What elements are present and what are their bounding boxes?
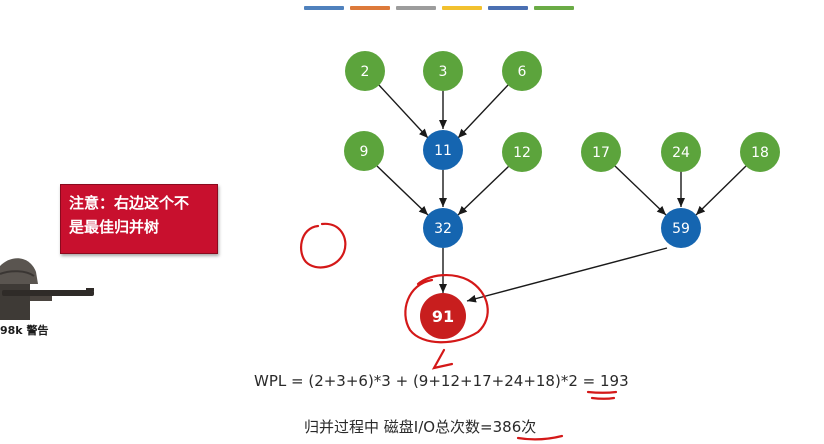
leaf-node: 2 xyxy=(345,51,385,91)
leaf-node: 17 xyxy=(581,132,621,172)
disk-io-summary: 归并过程中 磁盘I/O总次数=386次 xyxy=(304,416,536,437)
edge-6-11 xyxy=(457,83,510,139)
annotation-triangle xyxy=(431,348,454,370)
annotation-circle-empty xyxy=(299,222,347,269)
handwritten-annotations xyxy=(299,222,618,441)
leaf-node: 6 xyxy=(502,51,542,91)
leaf-node-label: 18 xyxy=(751,145,769,161)
leaf-node-label: 6 xyxy=(518,64,527,80)
disk-io-value: 386 xyxy=(492,418,522,436)
edge-17-59 xyxy=(614,165,667,216)
disk-io-suffix: 次 xyxy=(521,418,537,436)
color-strip-segment xyxy=(488,6,528,10)
annotation-underline-386 xyxy=(516,434,564,441)
color-strip-segment xyxy=(396,6,436,10)
internal-node: 32 xyxy=(423,208,463,248)
leaf-node-label: 9 xyxy=(360,144,369,160)
disk-io-label: 归并过程中 磁盘I/O总次数= xyxy=(304,418,493,436)
root-node-label: 91 xyxy=(432,307,454,326)
leaf-node-label: 17 xyxy=(592,145,610,161)
internal-node-label: 59 xyxy=(672,221,690,237)
color-strip-segment xyxy=(304,6,344,10)
mascot-label: 98k 警告 xyxy=(0,324,49,337)
edge-12-32 xyxy=(457,165,510,216)
leaf-node-label: 24 xyxy=(672,145,690,161)
annotation-circle-root xyxy=(404,274,489,344)
leaf-node: 18 xyxy=(740,132,780,172)
wpl-result: 193 xyxy=(599,372,629,390)
edge-9-32 xyxy=(376,165,429,216)
warning-callout: 注意：右边这个不 是最佳归并树 xyxy=(60,184,218,254)
internal-node: 59 xyxy=(661,208,701,248)
edge-59-91 xyxy=(466,247,668,303)
tree-edges xyxy=(376,83,747,303)
leaf-node-label: 3 xyxy=(439,64,448,80)
soldier-mascot-icon xyxy=(0,258,94,320)
color-strip-segment xyxy=(350,6,390,10)
edge-2-11 xyxy=(377,83,429,139)
leaf-node-label: 12 xyxy=(513,145,531,161)
annotation-underline-193 xyxy=(590,396,616,400)
root-node: 91 xyxy=(420,293,466,339)
leaf-node: 24 xyxy=(661,132,701,172)
leaf-node-label: 2 xyxy=(361,64,370,80)
edge-18-59 xyxy=(695,165,747,216)
leaf-node: 3 xyxy=(423,51,463,91)
internal-node-label: 11 xyxy=(434,143,452,159)
slide-color-strip xyxy=(304,6,574,10)
color-strip-segment xyxy=(534,6,574,10)
leaf-node: 12 xyxy=(502,132,542,172)
internal-node: 11 xyxy=(423,130,463,170)
internal-node-label: 32 xyxy=(434,221,452,237)
wpl-formula: WPL = (2+3+6)*3 + (9+12+17+24+18)*2 = 19… xyxy=(254,372,629,390)
color-strip-segment xyxy=(442,6,482,10)
leaf-node: 9 xyxy=(344,131,384,171)
annotation-underline-193 xyxy=(586,390,618,394)
wpl-expression: WPL = (2+3+6)*3 + (9+12+17+24+18)*2 = xyxy=(254,372,600,390)
